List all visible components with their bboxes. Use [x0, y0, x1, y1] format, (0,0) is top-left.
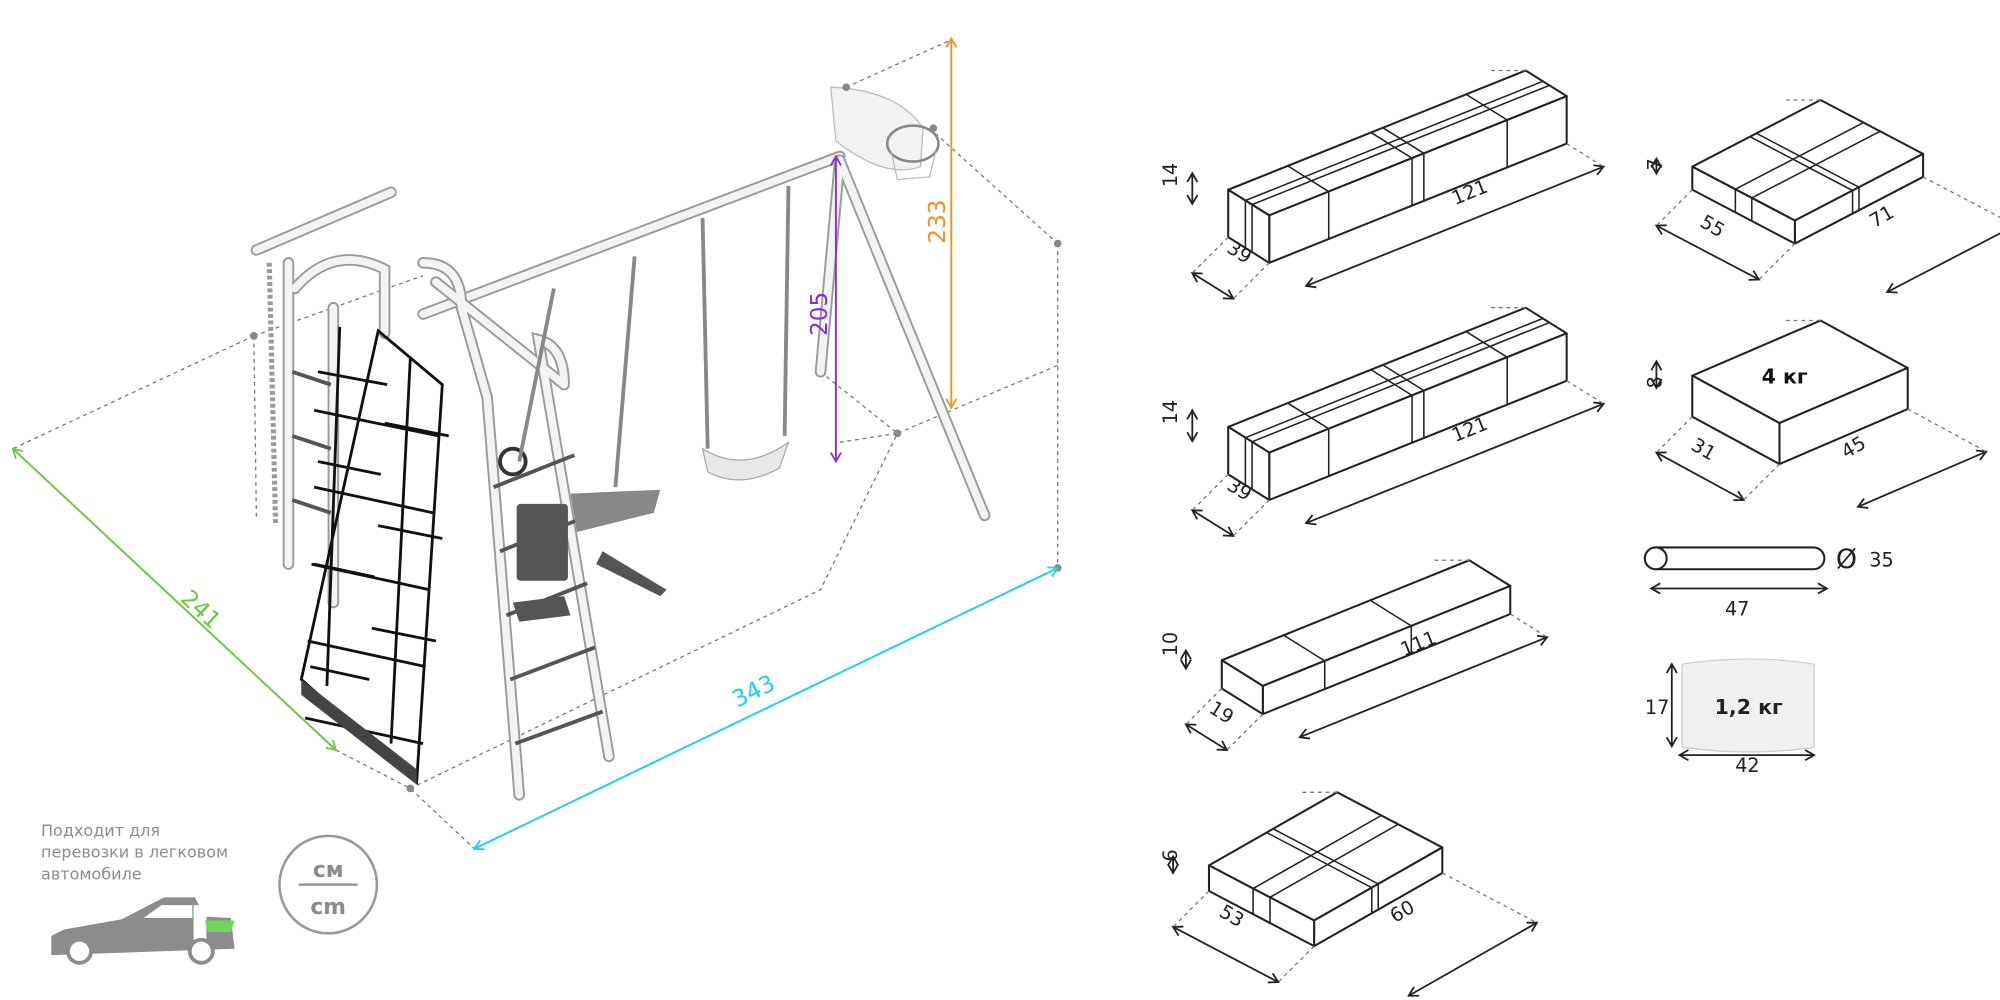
extension-line: [1191, 473, 1270, 537]
bag-width: 42: [1735, 754, 1759, 777]
depth-label: 241: [175, 585, 225, 634]
pkg1-height: 14: [1159, 163, 1182, 187]
car-transport-note: Подходит для перевозки в легковом автомо…: [41, 821, 379, 965]
bag-weight: 1,2 кг: [1715, 695, 1783, 719]
car-icon: [51, 897, 235, 965]
car-note-line2: перевозки в легковом: [41, 843, 228, 862]
package-strap: [1244, 317, 1544, 486]
car-note-line1: Подходит для: [41, 821, 160, 840]
length-arrow: [1304, 401, 1606, 526]
tube-package: 47 Ø 35: [1643, 544, 1894, 620]
pkg6-weight: 4 кг: [1762, 364, 1808, 388]
packages-group: [1167, 69, 2000, 997]
package-strap: [1272, 828, 1379, 910]
unit-ru: см: [313, 858, 344, 883]
depth-arrow: [1190, 272, 1235, 300]
extension-line: [1655, 416, 1780, 501]
package-strap: [1465, 93, 1508, 168]
extension-line: [1489, 69, 1604, 168]
diameter-icon: Ø: [1836, 544, 1857, 575]
swing-height-label: 205: [807, 292, 833, 336]
package-strap: [1251, 84, 1550, 253]
depth-arrow: [1184, 723, 1229, 751]
swing-set-illustration: [12, 40, 1062, 850]
bag-height: 17: [1645, 696, 1669, 719]
package-strap: [1749, 135, 1854, 214]
length-arrow: [1304, 164, 1606, 289]
package-strap: [1269, 823, 1399, 923]
hardware-bag: 17 42 1,2 кг: [1645, 658, 1816, 777]
depth-arrow: [1654, 451, 1746, 502]
units-circle-icon: см cm: [278, 834, 379, 935]
pkg5-depth: 55: [1696, 210, 1729, 242]
pkg4-height: 6: [1159, 849, 1182, 861]
pkg6-depth: 31: [1687, 433, 1720, 465]
extension-line: [1433, 559, 1548, 638]
depth-arrow: [1190, 509, 1235, 537]
extension-line: [1191, 236, 1270, 300]
extension-line: [1301, 791, 1538, 924]
depth-arrow: [1171, 925, 1280, 984]
package-strap: [1751, 130, 1881, 222]
length-arrow: [1407, 921, 1539, 997]
dimension-swing-height: 205: [807, 154, 842, 464]
length-arrow: [1885, 224, 2000, 294]
package-strap: [1252, 814, 1382, 915]
extension-line: [1655, 189, 1796, 280]
package-strap: [1734, 121, 1864, 213]
tube-length: 47: [1725, 597, 1749, 620]
extension-line: [1784, 99, 2000, 219]
depth-arrow: [1654, 224, 1761, 281]
dimension-total-height: 233: [925, 36, 958, 410]
extension-line: [1185, 688, 1264, 751]
car-note-line3: автомобиле: [41, 864, 142, 883]
extension-line: [1172, 890, 1315, 983]
extension-line: [1784, 319, 1987, 453]
package-3-end: [1220, 659, 1264, 716]
package-strap: [1266, 831, 1373, 914]
package-strap: [1244, 80, 1544, 248]
package-strap: [1465, 330, 1508, 405]
unit-en: cm: [310, 895, 346, 920]
length-arrow: [1856, 449, 1988, 509]
package-strap: [1756, 132, 1860, 211]
pkg3-height: 10: [1159, 632, 1182, 656]
pkg5-height: 7: [1644, 158, 1667, 170]
length-arrow: [1298, 634, 1549, 740]
tube-diameter: 35: [1869, 549, 1893, 572]
extension-line: [1489, 307, 1604, 405]
length-label: 343: [728, 670, 779, 713]
pkg2-height: 14: [1159, 400, 1182, 424]
package-strap: [1251, 321, 1550, 490]
package-labels: 14 39 121 14 39 121 10 19 111 6 53 60 7 …: [1159, 158, 1898, 932]
total-height-label: 233: [925, 200, 951, 244]
pkg6-height: 8: [1644, 376, 1667, 388]
